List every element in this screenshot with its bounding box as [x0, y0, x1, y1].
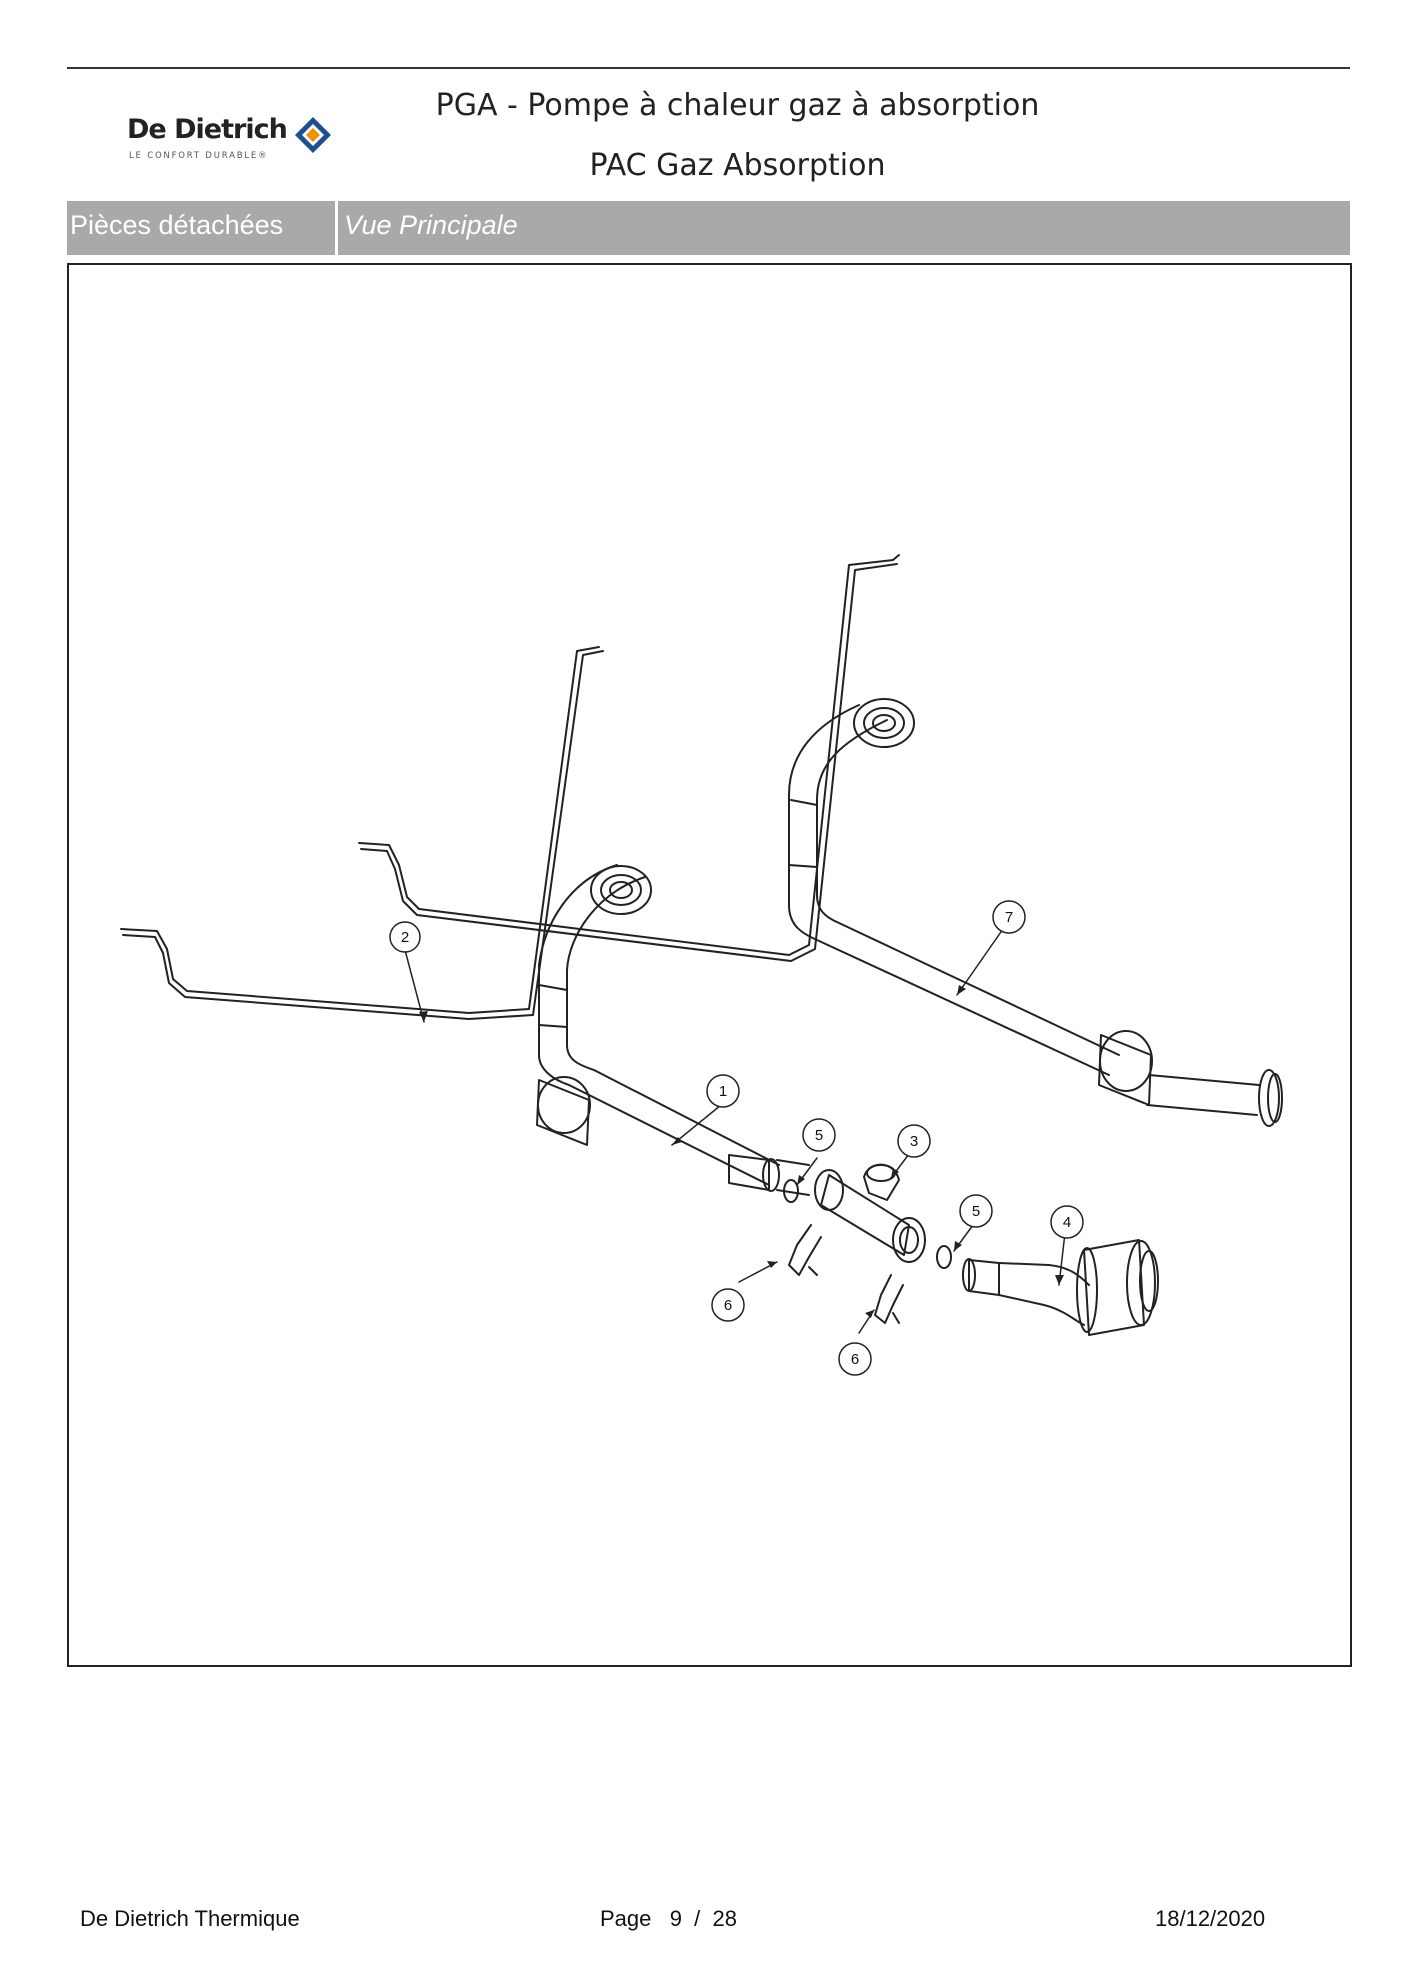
section-divider [335, 201, 338, 255]
footer-company: De Dietrich Thermique [80, 1906, 300, 1931]
callout-5a-label: 5 [815, 1127, 823, 1144]
section-bar: Pièces détachées Vue Principale [67, 201, 1350, 255]
rod-upper [358, 554, 900, 962]
exploded-view-drawing: 2 7 1 5 3 5 4 6 [120, 554, 1283, 1376]
callout-4-label: 4 [1063, 1214, 1071, 1231]
diamond-logo-icon [295, 117, 331, 153]
callout-6a: 6 [711, 1288, 745, 1322]
seal-left [783, 1179, 799, 1203]
callout-6b: 6 [838, 1342, 872, 1376]
callout-5b-label: 5 [972, 1203, 980, 1220]
logo-wordmark: De Dietrich [127, 114, 288, 145]
section-label: Pièces détachées [70, 210, 284, 240]
clip-left [788, 1224, 822, 1276]
valve-body-3 [814, 1163, 926, 1263]
leader-lines [404, 928, 1066, 1334]
logo-tagline: LE CONFORT DURABLE® [129, 151, 269, 161]
callout-1-label: 1 [719, 1083, 727, 1100]
top-rule [67, 67, 1350, 69]
clip-right [874, 1274, 904, 1324]
document-subtitle: PAC Gaz Absorption [589, 148, 886, 183]
callout-6b-label: 6 [851, 1351, 859, 1368]
callout-6a-label: 6 [724, 1297, 732, 1314]
pipe-assembly-1 [536, 864, 810, 1196]
callout-7-label: 7 [1005, 909, 1013, 926]
brand-logo: De Dietrich LE CONFORT DURABLE® [125, 110, 345, 170]
callout-2: 2 [389, 921, 421, 953]
view-label: Vue Principale [344, 210, 518, 240]
footer-date: 18/12/2020 [1155, 1906, 1266, 1931]
rod-lower [120, 646, 604, 1020]
callout-4: 4 [1050, 1205, 1084, 1239]
pipe-4 [962, 1239, 1159, 1336]
document-title: PGA - Pompe à chaleur gaz à absorption [435, 88, 1040, 123]
callout-7: 7 [992, 900, 1026, 934]
callout-5b: 5 [959, 1194, 993, 1228]
seal-right [936, 1245, 952, 1269]
callout-5a: 5 [802, 1118, 836, 1152]
exploded-view-frame: 2 7 1 5 3 5 4 6 [67, 263, 1352, 1667]
pipe-assembly-7 [788, 698, 1283, 1127]
callout-2-label: 2 [401, 929, 409, 946]
leader-arrowheads [419, 985, 1064, 1318]
callout-3: 3 [897, 1124, 931, 1158]
footer-page-number: Page 9 / 28 [600, 1906, 737, 1931]
callout-1: 1 [706, 1074, 740, 1108]
callout-3-label: 3 [910, 1133, 918, 1150]
